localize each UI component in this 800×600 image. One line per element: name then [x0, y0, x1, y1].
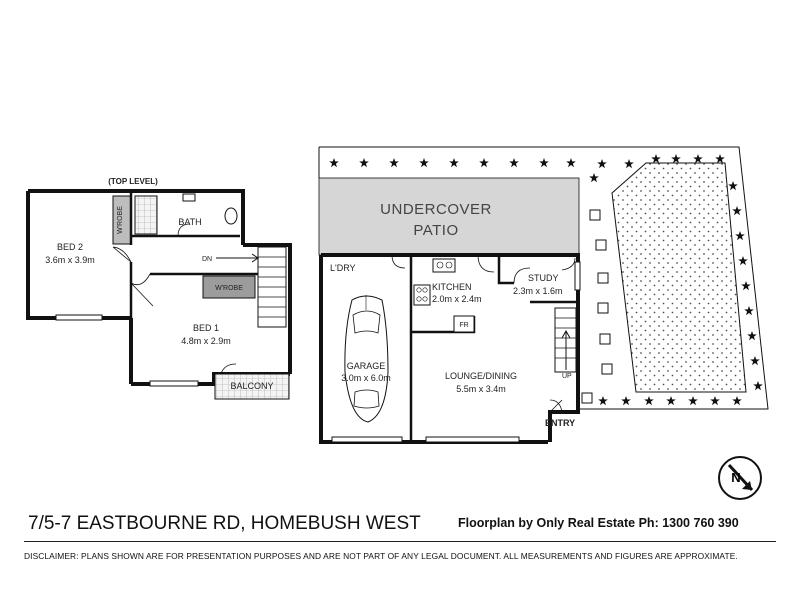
- upper-level-label: (TOP LEVEL): [108, 177, 158, 186]
- car-icon: [344, 295, 389, 423]
- lounge-window: [425, 436, 520, 443]
- laundry-label: L'DRY: [330, 263, 356, 273]
- study-wall: [497, 255, 514, 285]
- ground-level-plan: UNDERCOVER PATIO: [318, 146, 769, 444]
- shower: [134, 195, 158, 235]
- garage-door[interactable]: [331, 436, 403, 443]
- toilet: [224, 207, 238, 225]
- balcony-label: BALCONY: [230, 381, 273, 391]
- study-size: 2.3m x 1.6m: [513, 286, 563, 296]
- garage-name: GARAGE: [347, 361, 386, 371]
- arrow-up-icon: [561, 329, 571, 339]
- balcony: [214, 373, 290, 400]
- north-compass: N: [718, 456, 762, 500]
- lounge-name: LOUNGE/DINING: [445, 371, 517, 381]
- study-name: STUDY: [528, 273, 559, 283]
- stair-treads: [258, 256, 286, 318]
- lounge-size: 5.5m x 3.4m: [456, 384, 506, 394]
- floorplan-credit: Floorplan by Only Real Estate Ph: 1300 7…: [458, 516, 739, 530]
- upper-level-plan: (TOP LEVEL) W'ROBE BATH BED 2 3.6m x 3.9…: [26, 177, 292, 400]
- burner: [422, 296, 428, 302]
- bath-vanity: [182, 193, 196, 202]
- entry-door[interactable]: [549, 399, 563, 413]
- bath-label: BATH: [178, 217, 201, 227]
- kitchen-size: 2.0m x 2.4m: [432, 294, 482, 304]
- wrobe-vertical-label: W'ROBE: [117, 206, 124, 234]
- bed1-name: BED 1: [193, 323, 219, 333]
- bed1-door[interactable]: [130, 273, 151, 286]
- cooktop: [413, 284, 431, 306]
- kitchen-name: KITCHEN: [432, 282, 472, 292]
- compass-arrow-icon: [742, 481, 752, 490]
- property-address: 7/5-7 EASTBOURNE RD, HOMEBUSH WEST: [28, 513, 421, 534]
- patio-line-2: PATIO: [413, 222, 458, 239]
- entry-label: ENTRY: [545, 418, 575, 428]
- footer-divider: [24, 541, 776, 542]
- burner: [422, 287, 428, 293]
- sink-bowl: [436, 261, 444, 269]
- bed2-door[interactable]: [112, 246, 132, 263]
- bed1-door-leaf: [130, 282, 154, 307]
- laundry-door[interactable]: [391, 254, 406, 269]
- compass-label: N: [731, 470, 740, 485]
- fridge: [453, 315, 475, 333]
- bed2-window: [55, 314, 103, 321]
- garage-size: 3.0m x 6.0m: [341, 373, 391, 383]
- burner: [416, 296, 422, 302]
- burner: [416, 287, 422, 293]
- stair-dn-label: DN: [202, 256, 212, 263]
- house-wall-right: [548, 304, 580, 442]
- study-door-swing: [561, 257, 576, 271]
- stair-up-label: UP: [562, 373, 572, 380]
- patio-door[interactable]: [477, 254, 495, 273]
- upper-wall-top: [28, 189, 245, 245]
- stepping-stones: [581, 209, 613, 404]
- undercover-patio: [318, 177, 580, 256]
- fridge-label: FR: [459, 322, 468, 329]
- sink-bowl: [445, 261, 453, 269]
- balcony-door[interactable]: [220, 363, 237, 375]
- study-window: [574, 261, 581, 291]
- bath-door[interactable]: [177, 223, 191, 237]
- disclaimer-text: DISCLAIMER: PLANS SHOWN ARE FOR PRESENTA…: [24, 551, 738, 561]
- bed2-name: BED 2: [57, 242, 83, 252]
- patio-line-1: UNDERCOVER: [380, 201, 492, 218]
- stair-wall: [243, 243, 292, 374]
- wrobe-horizontal: [202, 275, 256, 299]
- bed2-size: 3.6m x 3.9m: [45, 255, 95, 265]
- bed1-size: 4.8m x 2.9m: [181, 336, 231, 346]
- study-door[interactable]: [513, 267, 531, 284]
- bed1-window: [149, 380, 199, 387]
- wrobe-horizontal-label: W'ROBE: [215, 285, 243, 292]
- yard-boundary: [319, 146, 769, 410]
- arrow-right-icon: [251, 253, 259, 263]
- lawn: [611, 162, 747, 393]
